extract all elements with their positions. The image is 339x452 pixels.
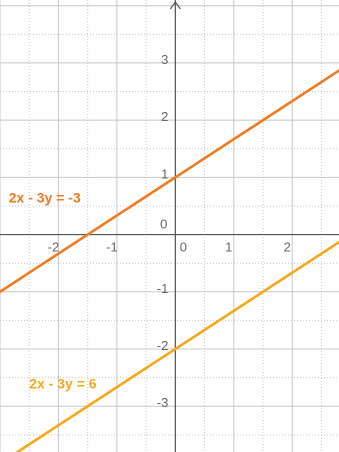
series-line: [15, 240, 339, 452]
y-tick-label: -1: [157, 281, 169, 296]
tick-labels: -2 -1 0 1 2 3 2 1 0 -1 -2 -3: [48, 52, 291, 410]
y-tick-label: -2: [157, 338, 169, 353]
equation-label: 2x - 3y = 6: [29, 375, 97, 391]
x-tick-label: -2: [48, 240, 60, 255]
x-tick-label: 1: [225, 240, 232, 255]
y-tick-label: 2: [161, 109, 168, 124]
y-axis-arrow-icon: [169, 0, 181, 10]
y-tick-label: 3: [161, 52, 168, 67]
x-tick-label: 0: [180, 240, 187, 255]
x-tick-label: 2: [284, 240, 291, 255]
equation-label: 2x - 3y = -3: [9, 189, 81, 205]
x-tick-label: -1: [106, 240, 118, 255]
y-tick-label: 1: [161, 166, 168, 181]
equation-labels: 2x - 3y = -3 2x - 3y = 6: [9, 189, 97, 391]
y-tick-label: -3: [157, 395, 169, 410]
series: [0, 69, 339, 452]
series-line: [0, 69, 339, 294]
y-tick-label: 0: [160, 217, 167, 232]
